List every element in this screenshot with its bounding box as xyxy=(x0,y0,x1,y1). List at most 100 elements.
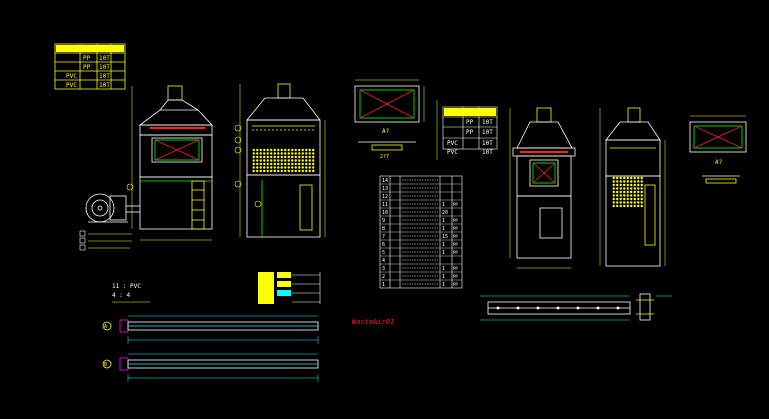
bom-row-no: 7 xyxy=(382,234,385,240)
packing-dot xyxy=(284,152,287,155)
packing-dot xyxy=(263,169,266,173)
packing-dot xyxy=(256,169,259,173)
packing-dot xyxy=(633,180,636,183)
packing-dot xyxy=(305,159,308,162)
packing-dot xyxy=(626,201,629,204)
packing-dot xyxy=(270,155,273,159)
note-line-2: 4 : 4 xyxy=(112,292,130,299)
packing-dot xyxy=(256,152,259,155)
packing-dot xyxy=(273,159,276,162)
bom-row-material: PP xyxy=(453,226,458,231)
packing-dot xyxy=(633,204,636,208)
packing-dot xyxy=(263,155,266,159)
packing-dot xyxy=(287,162,290,166)
packing-dot xyxy=(301,152,304,155)
packing-dot xyxy=(616,187,619,190)
packing-dot xyxy=(259,166,262,169)
packing-dot xyxy=(630,190,633,194)
callout-a: A xyxy=(104,324,107,330)
packing-dot xyxy=(287,166,290,169)
packing-dot xyxy=(259,159,262,162)
duct-bolt xyxy=(496,306,500,310)
rt-table-r1c2: PP xyxy=(466,119,474,126)
bom-row-no: 6 xyxy=(382,242,385,248)
packing-dot xyxy=(312,162,315,166)
packing-dot xyxy=(294,159,297,162)
detail-legend xyxy=(258,272,321,304)
packing-dot xyxy=(623,176,626,180)
packing-dot xyxy=(263,162,266,166)
packing-dot xyxy=(280,169,283,173)
packing-dot xyxy=(273,166,276,169)
packing-dot xyxy=(277,148,280,152)
packing-dot xyxy=(277,155,280,159)
section-a-dim: 2?7 xyxy=(380,154,389,160)
packing-dot xyxy=(294,162,297,166)
bom-row-material: PP xyxy=(453,234,458,239)
bom-row-no: 9 xyxy=(382,218,385,224)
packing-dot xyxy=(612,176,615,180)
mat-table-r4c1: PVC xyxy=(66,82,77,89)
packing-dot xyxy=(633,201,636,204)
packing-dot xyxy=(280,155,283,159)
packing-dot xyxy=(616,194,619,197)
packing-dot xyxy=(298,152,301,155)
packing-dot xyxy=(301,148,304,152)
packing-dot xyxy=(305,148,308,152)
packing-dot xyxy=(619,190,622,194)
packing-dot xyxy=(623,204,626,208)
packing-dot xyxy=(626,197,629,201)
bom-row-material: PP xyxy=(453,218,458,223)
packing-dot xyxy=(633,194,636,197)
packing-dot xyxy=(640,187,643,190)
duct-bolt xyxy=(516,306,520,310)
packing-dot xyxy=(294,152,297,155)
packing-dot xyxy=(623,180,626,183)
packing-dot xyxy=(284,162,287,166)
packing-dot xyxy=(623,183,626,187)
packing-dot xyxy=(291,152,294,155)
packing-dot xyxy=(273,148,276,152)
rt-table-r2c3: 10T xyxy=(482,129,493,136)
bom-row-no: 8 xyxy=(382,226,385,232)
packing-dot xyxy=(305,162,308,166)
rt-table-r3c1: PVC xyxy=(447,140,458,147)
packing-media-right xyxy=(612,176,643,208)
section-b-view xyxy=(689,115,747,184)
packing-dot xyxy=(273,162,276,166)
packing-dot xyxy=(284,148,287,152)
packing-dot xyxy=(277,159,280,162)
packing-dot xyxy=(305,152,308,155)
packing-dot xyxy=(259,148,262,152)
packing-dot xyxy=(633,190,636,194)
packing-dot xyxy=(626,176,629,180)
packing-dot xyxy=(270,148,273,152)
packing-dot xyxy=(640,201,643,204)
packing-dot xyxy=(312,152,315,155)
packing-dot xyxy=(312,159,315,162)
fan-legend xyxy=(79,230,132,251)
packing-dot xyxy=(308,152,311,155)
packing-dot xyxy=(626,187,629,190)
packing-dot xyxy=(252,159,255,162)
packing-dot xyxy=(301,159,304,162)
packing-dot xyxy=(277,152,280,155)
bom-row-qty: 1 xyxy=(442,274,445,280)
packing-dot xyxy=(284,166,287,169)
packing-dot xyxy=(630,187,633,190)
packing-dot xyxy=(619,194,622,197)
packing-dot xyxy=(630,201,633,204)
packing-dot xyxy=(277,166,280,169)
packing-dot xyxy=(305,169,308,173)
bom-row-material: PP xyxy=(453,282,458,287)
packing-dot xyxy=(623,187,626,190)
packing-dot xyxy=(612,183,615,187)
duct-elevation-b xyxy=(102,353,319,382)
packing-dot xyxy=(637,176,640,180)
packing-dot xyxy=(623,194,626,197)
material-table-left xyxy=(54,43,126,90)
packing-dot xyxy=(619,201,622,204)
duct-bolt xyxy=(596,306,600,310)
